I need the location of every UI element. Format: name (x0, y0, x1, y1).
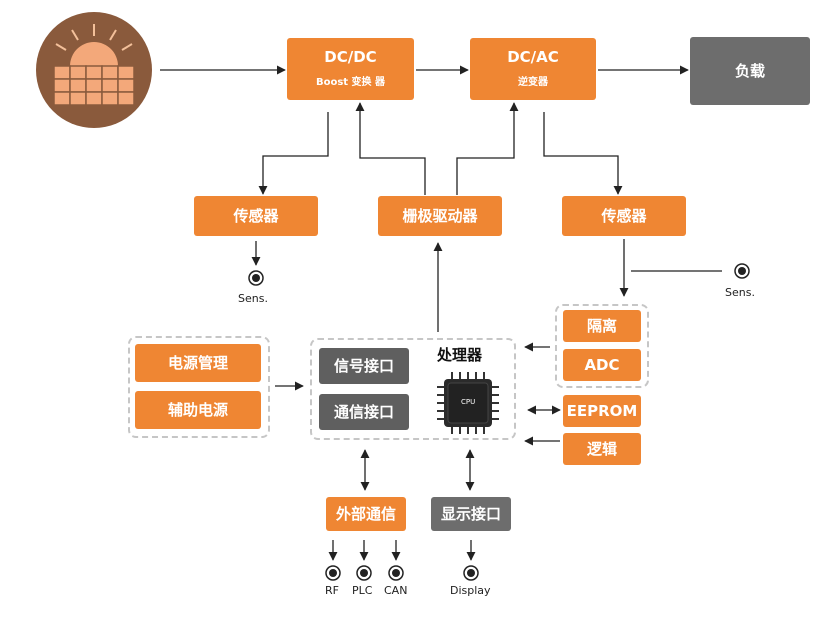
eeprom-box: EEPROM (563, 395, 641, 427)
comm-interface-label: 通信接口 (333, 403, 394, 421)
dcac-title: DC/AC (507, 48, 559, 66)
sensor-right-box: 传感器 (562, 196, 686, 236)
signal-interface-box: 信号接口 (319, 348, 409, 384)
power-management-box: 电源管理 (135, 344, 261, 382)
logic-box: 逻辑 (563, 433, 641, 465)
sensor-right-label: 传感器 (601, 207, 647, 225)
sens-left-label: Sens. (238, 292, 268, 305)
external-comm-label: 外部通信 (335, 505, 396, 523)
can-label: CAN (384, 584, 408, 597)
aux-power-box: 辅助电源 (135, 391, 261, 429)
terminal-can (388, 565, 404, 581)
arrow-gate-to-dcac (456, 102, 519, 195)
adc-box: ADC (563, 349, 641, 381)
isolation-adc-group (555, 304, 649, 388)
display-interface-label: 显示接口 (440, 505, 501, 523)
sensor-left-label: 传感器 (233, 207, 279, 225)
power-group (128, 336, 270, 438)
dcac-inverter-box: DC/AC 逆变器 (470, 38, 596, 100)
cpu-chip-icon (437, 372, 499, 434)
isolation-label: 隔离 (586, 317, 617, 335)
gate-driver-box: 栅极驱动器 (378, 196, 502, 236)
solar-panel-icon (36, 12, 152, 128)
load-box: 负载 (690, 37, 810, 105)
terminal-sens-left (248, 270, 264, 286)
dcdc-subtitle: Boost 变换 器 (315, 77, 386, 88)
logic-label: 逻辑 (586, 440, 617, 458)
dcdc-title: DC/DC (324, 48, 377, 66)
sens-right-label: Sens. (725, 286, 755, 299)
adc-label: ADC (584, 356, 620, 374)
terminal-dots (248, 263, 750, 581)
aux-power-label: 辅助电源 (167, 401, 228, 419)
arrow-gate-to-dcdc (355, 102, 426, 195)
signal-interface-label: 信号接口 (333, 357, 394, 375)
power-management-label: 电源管理 (167, 354, 228, 372)
dcdc-boost-converter-box: DC/DC Boost 变换 器 (287, 38, 414, 100)
isolation-box: 隔离 (563, 310, 641, 342)
eeprom-label: EEPROM (566, 402, 638, 420)
display-interface-box: 显示接口 (431, 497, 511, 531)
load-label: 负载 (734, 62, 765, 80)
processor-group (310, 338, 516, 440)
gate-driver-label: 栅极驱动器 (402, 207, 478, 225)
comm-interface-box: 通信接口 (319, 394, 409, 430)
external-comm-box: 外部通信 (326, 497, 406, 531)
terminal-plc (356, 565, 372, 581)
terminal-sens-right (734, 263, 750, 279)
rf-label: RF (325, 584, 339, 597)
display-label: Display (450, 584, 491, 597)
arrow-dcac-to-sensor-right (543, 112, 623, 195)
arrow-dcdc-to-sensor-left (258, 112, 329, 195)
terminal-display (463, 565, 479, 581)
plc-label: PLC (352, 584, 373, 597)
sensor-left-box: 传感器 (194, 196, 318, 236)
processor-title: 处理器 (437, 346, 483, 364)
terminal-rf (325, 565, 341, 581)
cpu-label: CPU (461, 398, 476, 406)
dcac-subtitle: 逆变器 (518, 77, 548, 88)
